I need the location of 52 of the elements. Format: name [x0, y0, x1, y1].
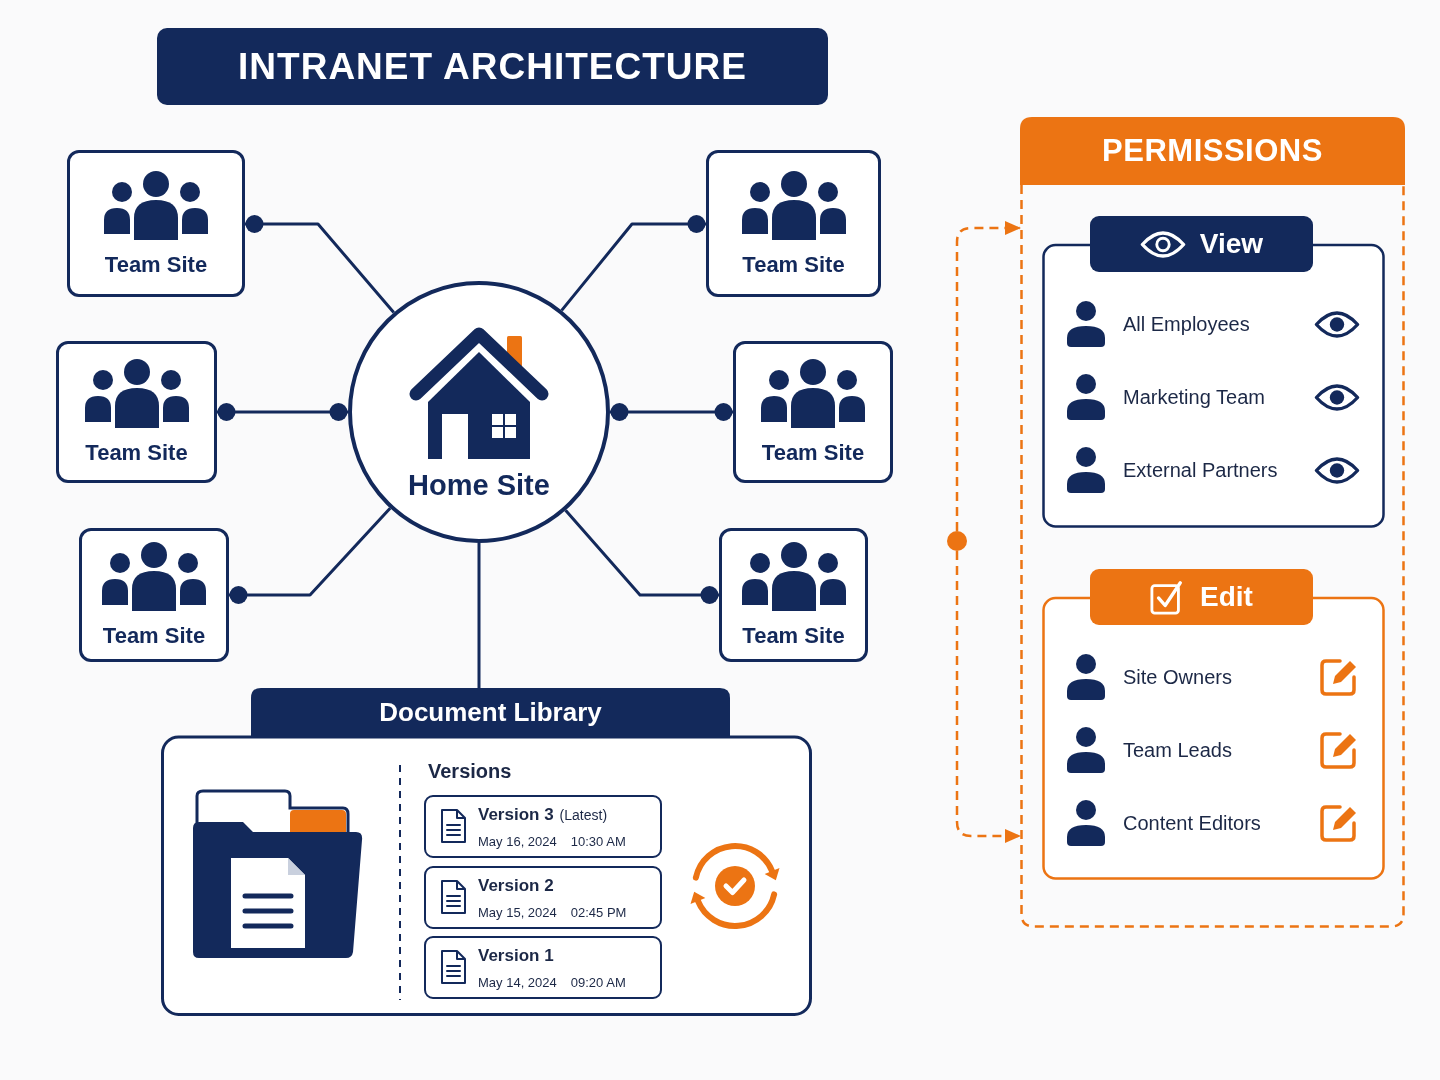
site-card — [733, 341, 893, 483]
version-status: (Latest) — [559, 807, 608, 823]
site-card — [67, 150, 245, 297]
connector-line — [560, 215, 706, 312]
permissions-panel — [1020, 117, 1405, 928]
version-time: 10:30 AM — [570, 834, 626, 849]
panel-title: View — [1199, 228, 1264, 260]
version-time: 09:20 AM — [570, 975, 626, 990]
role-label: Team Leads — [1123, 738, 1233, 762]
site-card — [719, 528, 868, 662]
node-title: Team Site — [742, 251, 845, 278]
version-card — [424, 936, 662, 999]
role-label: External Partners — [1123, 458, 1279, 482]
panel-title: Document Library — [379, 698, 602, 727]
permission-group-panel — [1042, 216, 1385, 528]
version-date: May 16, 2024 — [478, 834, 557, 849]
role-label: All Employees — [1123, 312, 1251, 336]
connector-line — [477, 543, 481, 688]
site-card — [79, 528, 229, 662]
connector-line — [564, 509, 719, 604]
connector-line — [229, 507, 392, 604]
version-title: Version 1 — [478, 946, 554, 966]
role-label: Marketing Team — [1123, 385, 1266, 409]
version-title: Version 2 — [478, 876, 554, 896]
connector-line — [610, 403, 733, 421]
connector-dot — [947, 531, 967, 551]
section-heading: Versions — [428, 760, 512, 783]
version-title: Version 3 — [478, 805, 554, 825]
node-title: Team Site — [761, 440, 865, 466]
node-title: Team Site — [85, 440, 188, 466]
permission-group-panel — [1042, 569, 1385, 880]
panel-title: PERMISSIONS — [1102, 133, 1323, 169]
site-card — [706, 150, 881, 297]
role-label: Content Editors — [1123, 811, 1262, 835]
connector-line — [217, 403, 348, 421]
node-title: Team Site — [104, 251, 208, 278]
dashed-arrow — [955, 221, 1021, 531]
node-title: Team Site — [742, 623, 845, 649]
node-title: Team Site — [102, 623, 206, 649]
library-panel — [161, 688, 812, 1016]
version-time: 02:45 PM — [570, 905, 627, 920]
connector-line — [245, 215, 395, 314]
node-title: Home Site — [408, 468, 550, 503]
version-card — [424, 795, 662, 858]
panel-title: Edit — [1200, 581, 1253, 613]
version-date: May 15, 2024 — [478, 905, 557, 920]
title-banner: INTRANET ARCHITECTURE — [157, 28, 828, 105]
version-date: May 14, 2024 — [478, 975, 557, 990]
version-card — [424, 866, 662, 929]
dashed-arrow — [955, 551, 1021, 843]
role-label: Site Owners — [1123, 665, 1233, 689]
site-card — [56, 341, 217, 483]
